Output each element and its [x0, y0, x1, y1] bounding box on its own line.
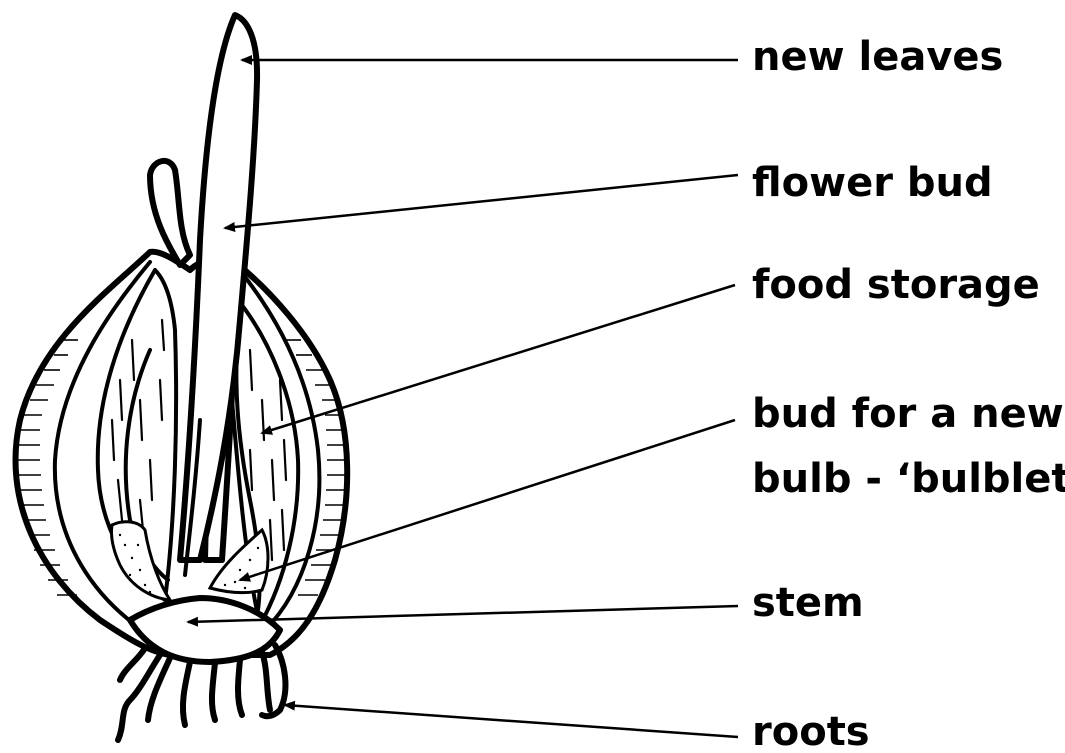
label-roots: roots — [752, 709, 870, 753]
leader-flower-bud — [225, 175, 738, 228]
label-food-storage: food storage — [752, 262, 1040, 308]
label-flower-bud: flower bud — [752, 160, 993, 206]
label-bulblet-line2: bulb - ‘bulblet’ — [752, 456, 1065, 502]
label-new-leaves: new leaves — [752, 34, 1003, 80]
labels: new leaves flower bud food storage bud f… — [752, 34, 1065, 753]
leader-roots — [285, 705, 738, 737]
leader-food-storage — [262, 285, 735, 433]
label-stem: stem — [752, 580, 864, 626]
label-bulblet-line1: bud for a new — [752, 391, 1064, 437]
bulb-drawing — [16, 15, 348, 740]
